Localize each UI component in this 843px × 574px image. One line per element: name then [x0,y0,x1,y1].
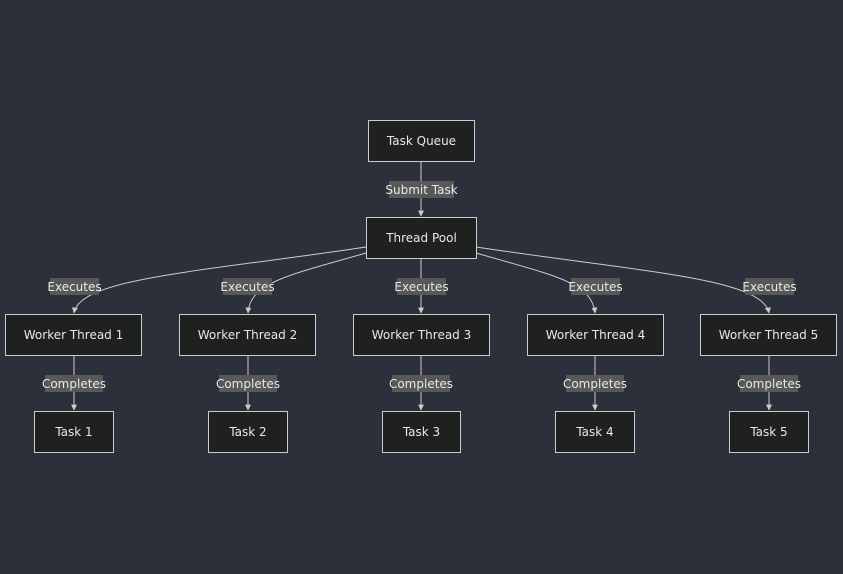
edge-label-completes-1: Completes [41,375,107,392]
edge-pool-to-worker-4 [475,252,598,314]
node-task-3[interactable]: Task 3 [382,411,461,453]
edge-label-completes-4: Completes [562,375,628,392]
edge-label-completes-3: Completes [388,375,454,392]
node-task-2[interactable]: Task 2 [208,411,288,453]
node-worker-thread-1[interactable]: Worker Thread 1 [5,314,142,356]
edge-label-submit-task: Submit Task [385,181,458,198]
node-thread-pool[interactable]: Thread Pool [366,217,477,259]
node-worker-thread-3[interactable]: Worker Thread 3 [353,314,490,356]
edge-label-completes-2: Completes [215,375,281,392]
edge-label-executes-3: Executes [394,278,449,295]
edge-label-executes-5: Executes [742,278,797,295]
node-task-4[interactable]: Task 4 [555,411,635,453]
node-worker-thread-4[interactable]: Worker Thread 4 [527,314,664,356]
edge-label-completes-5: Completes [736,375,802,392]
node-task-5[interactable]: Task 5 [729,411,809,453]
edge-pool-to-worker-1 [71,246,367,314]
edge-pool-to-worker-5 [475,246,771,314]
edge-label-executes-4: Executes [568,278,623,295]
edge-pool-to-worker-2 [245,252,367,314]
node-task-queue[interactable]: Task Queue [368,120,475,162]
node-worker-thread-5[interactable]: Worker Thread 5 [700,314,837,356]
edge-label-executes-1: Executes [47,278,102,295]
edge-label-executes-2: Executes [220,278,275,295]
node-task-1[interactable]: Task 1 [34,411,114,453]
node-worker-thread-2[interactable]: Worker Thread 2 [179,314,316,356]
